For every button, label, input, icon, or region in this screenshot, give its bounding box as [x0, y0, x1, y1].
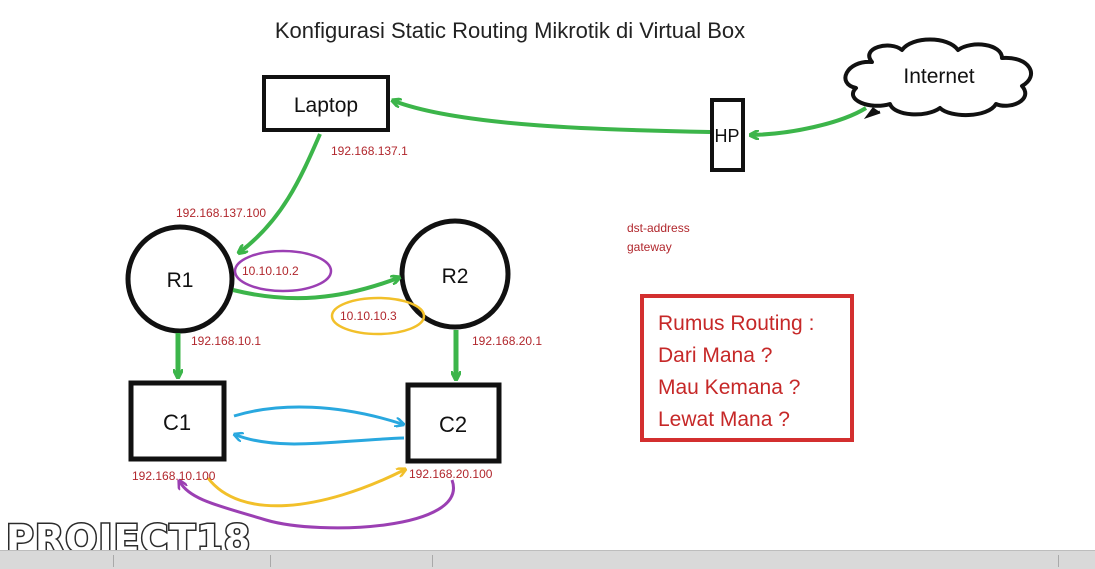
arrow-internet-to-hp: [752, 106, 868, 135]
router-r1-node: R1: [125, 224, 235, 334]
rumus-dari-mana: Dari Mana ?: [658, 344, 772, 367]
toolbar-divider: [432, 555, 433, 567]
laptop-label: Laptop: [294, 94, 358, 117]
router-r2-node: R2: [399, 218, 511, 330]
client-c1-node: C1: [128, 380, 227, 462]
highlight-r1-link: [233, 249, 333, 293]
r1-label: R1: [167, 269, 194, 292]
highlight-r2-link: [330, 296, 426, 336]
rumus-title: Rumus Routing :: [658, 312, 814, 335]
client-c2-node: C2: [405, 382, 502, 464]
toolbar-divider: [1058, 555, 1059, 567]
internet-cloud: Internet: [843, 37, 1034, 119]
arrow-yellow-path: [206, 470, 404, 508]
diagram-title: Konfigurasi Static Routing Mikrotik di V…: [275, 18, 745, 43]
rumus-lewat-mana: Lewat Mana ?: [658, 408, 790, 431]
ip-c2: 192.168.20.100: [409, 467, 493, 481]
ip-r1-lan: 192.168.10.1: [191, 334, 261, 348]
toolbar-divider: [113, 555, 114, 567]
ip-r2-lan: 192.168.20.1: [472, 334, 542, 348]
internet-label: Internet: [903, 65, 974, 88]
ip-c1: 192.168.10.100: [132, 469, 216, 483]
arrow-hp-to-laptop: [394, 101, 711, 134]
note-dst-address: dst-address: [627, 221, 690, 235]
arrow-r1-to-r2: [232, 278, 398, 301]
ip-r1-wan: 192.168.137.100: [176, 206, 266, 220]
c2-label: C2: [439, 412, 467, 437]
hp-label: HP: [714, 126, 739, 146]
ip-r2-link: 10.10.10.3: [340, 309, 397, 323]
arrow-purple-path: [180, 480, 455, 530]
hp-node: HP: [710, 98, 745, 172]
ip-laptop: 192.168.137.1: [331, 144, 408, 158]
arrow-c2-to-c1: [236, 435, 405, 446]
rumus-routing-box: Rumus Routing : Dari Mana ? Mau Kemana ?…: [640, 294, 854, 442]
arrow-c1-to-c2: [233, 405, 402, 424]
c1-label: C1: [163, 410, 191, 435]
bottom-toolbar: [0, 550, 1095, 569]
laptop-node: Laptop: [262, 75, 390, 132]
ip-r1-link: 10.10.10.2: [242, 264, 299, 278]
rumus-mau-kemana: Mau Kemana ?: [658, 376, 800, 399]
arrow-laptop-to-r1: [240, 133, 322, 252]
note-gateway: gateway: [627, 240, 672, 254]
toolbar-divider: [270, 555, 271, 567]
r2-label: R2: [442, 265, 469, 288]
